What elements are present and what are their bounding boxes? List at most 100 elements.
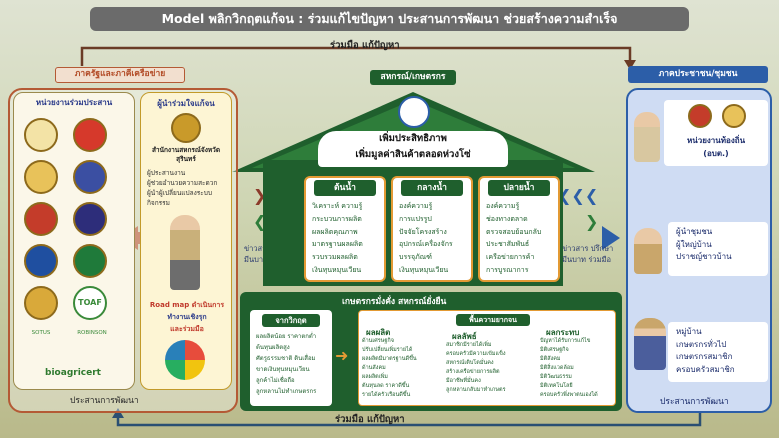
list-item: ตรวจสอบย้อนกลับ <box>486 227 542 236</box>
cooperative-logo-icon <box>398 96 430 128</box>
list-item: ครอบครัวพึ่งพาตนเองได้ <box>540 392 598 398</box>
column-midstream-list: องค์ความรู้ การแปรรูป ปัจจัยโครงสร้าง อุ… <box>399 200 453 277</box>
community-leaders-box: ผู้นำชุมชน ผู้ใหญ่บ้าน ปราชญ์ชาวบ้าน <box>668 222 768 276</box>
group-line: (อบต.) <box>703 148 729 158</box>
partner-logo-bioagricert: bioagricert <box>45 368 101 378</box>
list-item: การบูรณาการ <box>486 265 529 274</box>
list-item: รายได้ครัวเรือนดีขึ้น <box>362 392 411 398</box>
office-emblem-icon <box>171 113 201 143</box>
list-item: ต้นทุนลด ราคาดีขึ้น <box>362 383 410 389</box>
local-gov-logo-1 <box>688 104 712 128</box>
list-item: สหกรณ์เติบโตมั่นคง <box>446 360 494 366</box>
list-item: มิติเศรษฐกิจ <box>540 347 569 353</box>
list-item: มิติสิ่งแวดล้อม <box>540 365 574 371</box>
partner-logo-7 <box>24 244 58 278</box>
local-gov-box <box>664 100 768 166</box>
list-item: ผู้นำชุมชน <box>676 227 713 236</box>
advocate-heading: ผู้นำร่วมใจแก้จน <box>157 99 215 108</box>
chevron-left-icon: ❮❮❮ <box>558 186 599 205</box>
official-figure-icon <box>634 112 660 162</box>
farmer-figure-icon <box>634 318 666 370</box>
list-item: สมาชิกมีรายได้เพิ่ม <box>446 342 492 348</box>
page-title: Model พลิกวิกฤตแก้จน : ร่วมแก้ไขปัญหา ปร… <box>90 7 689 31</box>
roadmap-cycle-icon <box>165 340 205 380</box>
list-item: ปราชญ์ชาวบ้าน <box>676 252 732 261</box>
list-item: ด้านสังคม <box>362 365 386 371</box>
partner-logo-sotus: SOTUS <box>31 330 51 336</box>
list-item: ลูกหลานไม่ทำเกษตรกร <box>256 388 317 395</box>
house-banner: เพิ่มประสิทธิภาพ เพิ่มมูลค่าสินค้าตลอดห่… <box>318 131 508 167</box>
left-panel-footer: ประสานการพัฒนา <box>70 396 139 406</box>
column-upstream-list: วิเคราะห์ ความรู้ กระบวนการผลิต ผลผลิตคุ… <box>312 200 363 277</box>
crisis-title: จากวิกฤต <box>262 314 320 327</box>
list-item: องค์ความรู้ <box>486 202 520 210</box>
output-title: ผลผลิต <box>366 328 391 337</box>
list-item: บรรจุภัณฑ์ <box>399 253 432 262</box>
list-item: มีอาชีพที่มั่นคง <box>446 378 481 384</box>
chevron-right-icon: ❯ <box>585 212 599 231</box>
list-item: เกษตรกรสมาชิก <box>676 352 733 361</box>
partner-logo-4 <box>73 160 107 194</box>
right-side-label: ข่าวสาร ปรึกษา มีนบาท ร่วมมือ <box>562 243 613 265</box>
results-box <box>358 310 616 406</box>
outcome-title: ผลลัพธ์ <box>452 332 477 341</box>
column-downstream-list: องค์ความรู้ ช่องทางตลาด ตรวจสอบย้อนกลับ … <box>486 200 541 277</box>
flow-label-top: ร่วมมือ แก้ปัญหา <box>330 40 400 51</box>
list-item: ขาดเงินทุนหมุนเวียน <box>256 366 310 373</box>
list-item: ปัญหาได้รับการแก้ไข <box>540 338 591 344</box>
column-midstream-title: กลางน้ำ <box>401 180 463 196</box>
role-list: ผู้ประสานงาน ผู้ช่วยอำนวยความสะดวก ผู้นำ… <box>147 168 229 208</box>
list-item: เงินทุนหมุนเวียน <box>312 265 362 274</box>
list-item: ปรับเปลี่ยนเพิ่มรายได้ <box>362 347 413 353</box>
list-item: รวบรวมผลผลิต <box>312 253 358 262</box>
banner-line-1: เพิ่มประสิทธิภาพ <box>379 133 447 144</box>
list-item: ด้านเศรษฐกิจ <box>362 338 394 344</box>
arrow-right-icon: ➜ <box>335 346 349 365</box>
list-item: สร้างเครือข่ายการผลิต <box>446 369 500 375</box>
list-item: ลูกค้าไม่เชื่อถือ <box>256 377 295 384</box>
partner-logo-1 <box>24 118 58 152</box>
partner-logo-8 <box>73 244 107 278</box>
list-item: หมู่บ้าน <box>676 327 702 336</box>
list-item: เงินทุนหมุนเวียน <box>399 265 449 274</box>
partner-logo-toaf: TOAF <box>73 286 107 320</box>
list-item: การแปรรูป <box>399 214 432 223</box>
banner-line-2: เพิ่มมูลค่าสินค้าตลอดห่วงโซ่ <box>355 149 471 160</box>
list-item: ศัตรูธรรมชาติ ดินเสื่อม <box>256 355 316 362</box>
office-name: สำนักงานสหกรณ์จังหวัดสุรินทร์ <box>151 146 221 163</box>
list-item: มิติวัฒนธรรม <box>540 374 572 380</box>
local-gov-logo-2 <box>722 104 746 128</box>
right-panel-title: ภาคประชาชน/ชุมชน <box>628 66 768 83</box>
list-item: อุปกรณ์เครื่องจักร <box>399 240 453 249</box>
group-line: หน่วยงานท้องถิ่น <box>686 136 746 145</box>
list-item: ช่องทางตลาด <box>486 214 528 223</box>
output-list: ด้านเศรษฐกิจ ปรับเปลี่ยนเพิ่มรายได้ ผลผล… <box>362 337 434 400</box>
list-item: กระบวนการผลิต <box>312 214 362 223</box>
list-item: เครือข่ายการค้า <box>486 253 535 262</box>
list-item: ครอบครัวมีความเข้มแข็ง <box>446 351 506 357</box>
roadmap-line-1: Road map ดำเนินการ <box>149 301 225 309</box>
partner-logo-robinson: ROBINSON <box>77 330 107 336</box>
partner-logo-5 <box>24 202 58 236</box>
list-item: วิเคราะห์ ความรู้ <box>312 202 363 210</box>
list-item: มิติเทคโนโลยี <box>540 383 573 389</box>
column-downstream-title: ปลายน้ำ <box>488 180 550 196</box>
list-item: มิติสังคม <box>540 356 561 362</box>
impact-list: ปัญหาได้รับการแก้ไข มิติเศรษฐกิจ มิติสัง… <box>540 337 612 400</box>
list-item: องค์ความรู้ <box>399 202 433 210</box>
roadmap-line-3: และร่วมมือ <box>170 325 204 333</box>
villagers-box: หมู่บ้าน เกษตรกรทั่วไป เกษตรกรสมาชิก ครอ… <box>668 322 768 382</box>
list-item: ผลผลิตเพิ่ม <box>362 374 388 380</box>
role-item: ผู้ช่วยอำนวยความสะดวก <box>147 179 218 187</box>
local-gov-label: หน่วยงานท้องถิ่น (อบต.) <box>664 135 768 160</box>
list-item: ผู้ใหญ่บ้าน <box>676 239 712 249</box>
list-item: ต้นทุนผลิตสูง <box>256 344 290 351</box>
list-item: ลูกหลานกลับมาทำเกษตร <box>446 387 506 393</box>
impact-title: ผลกระทบ <box>546 328 580 337</box>
list-item: ผลผลิตคุณภาพ <box>312 227 358 236</box>
partner-logo-9 <box>24 286 58 320</box>
partner-logo-6 <box>73 202 107 236</box>
outcome-heading: เกษตรกรมั่งคั่ง สหกรณ์ยั่งยืน <box>342 297 447 307</box>
list-item: ผลผลิตมีมาตรฐานดีขึ้น <box>362 356 417 362</box>
house-label: สหกรณ์/เกษตรกร <box>370 70 456 85</box>
